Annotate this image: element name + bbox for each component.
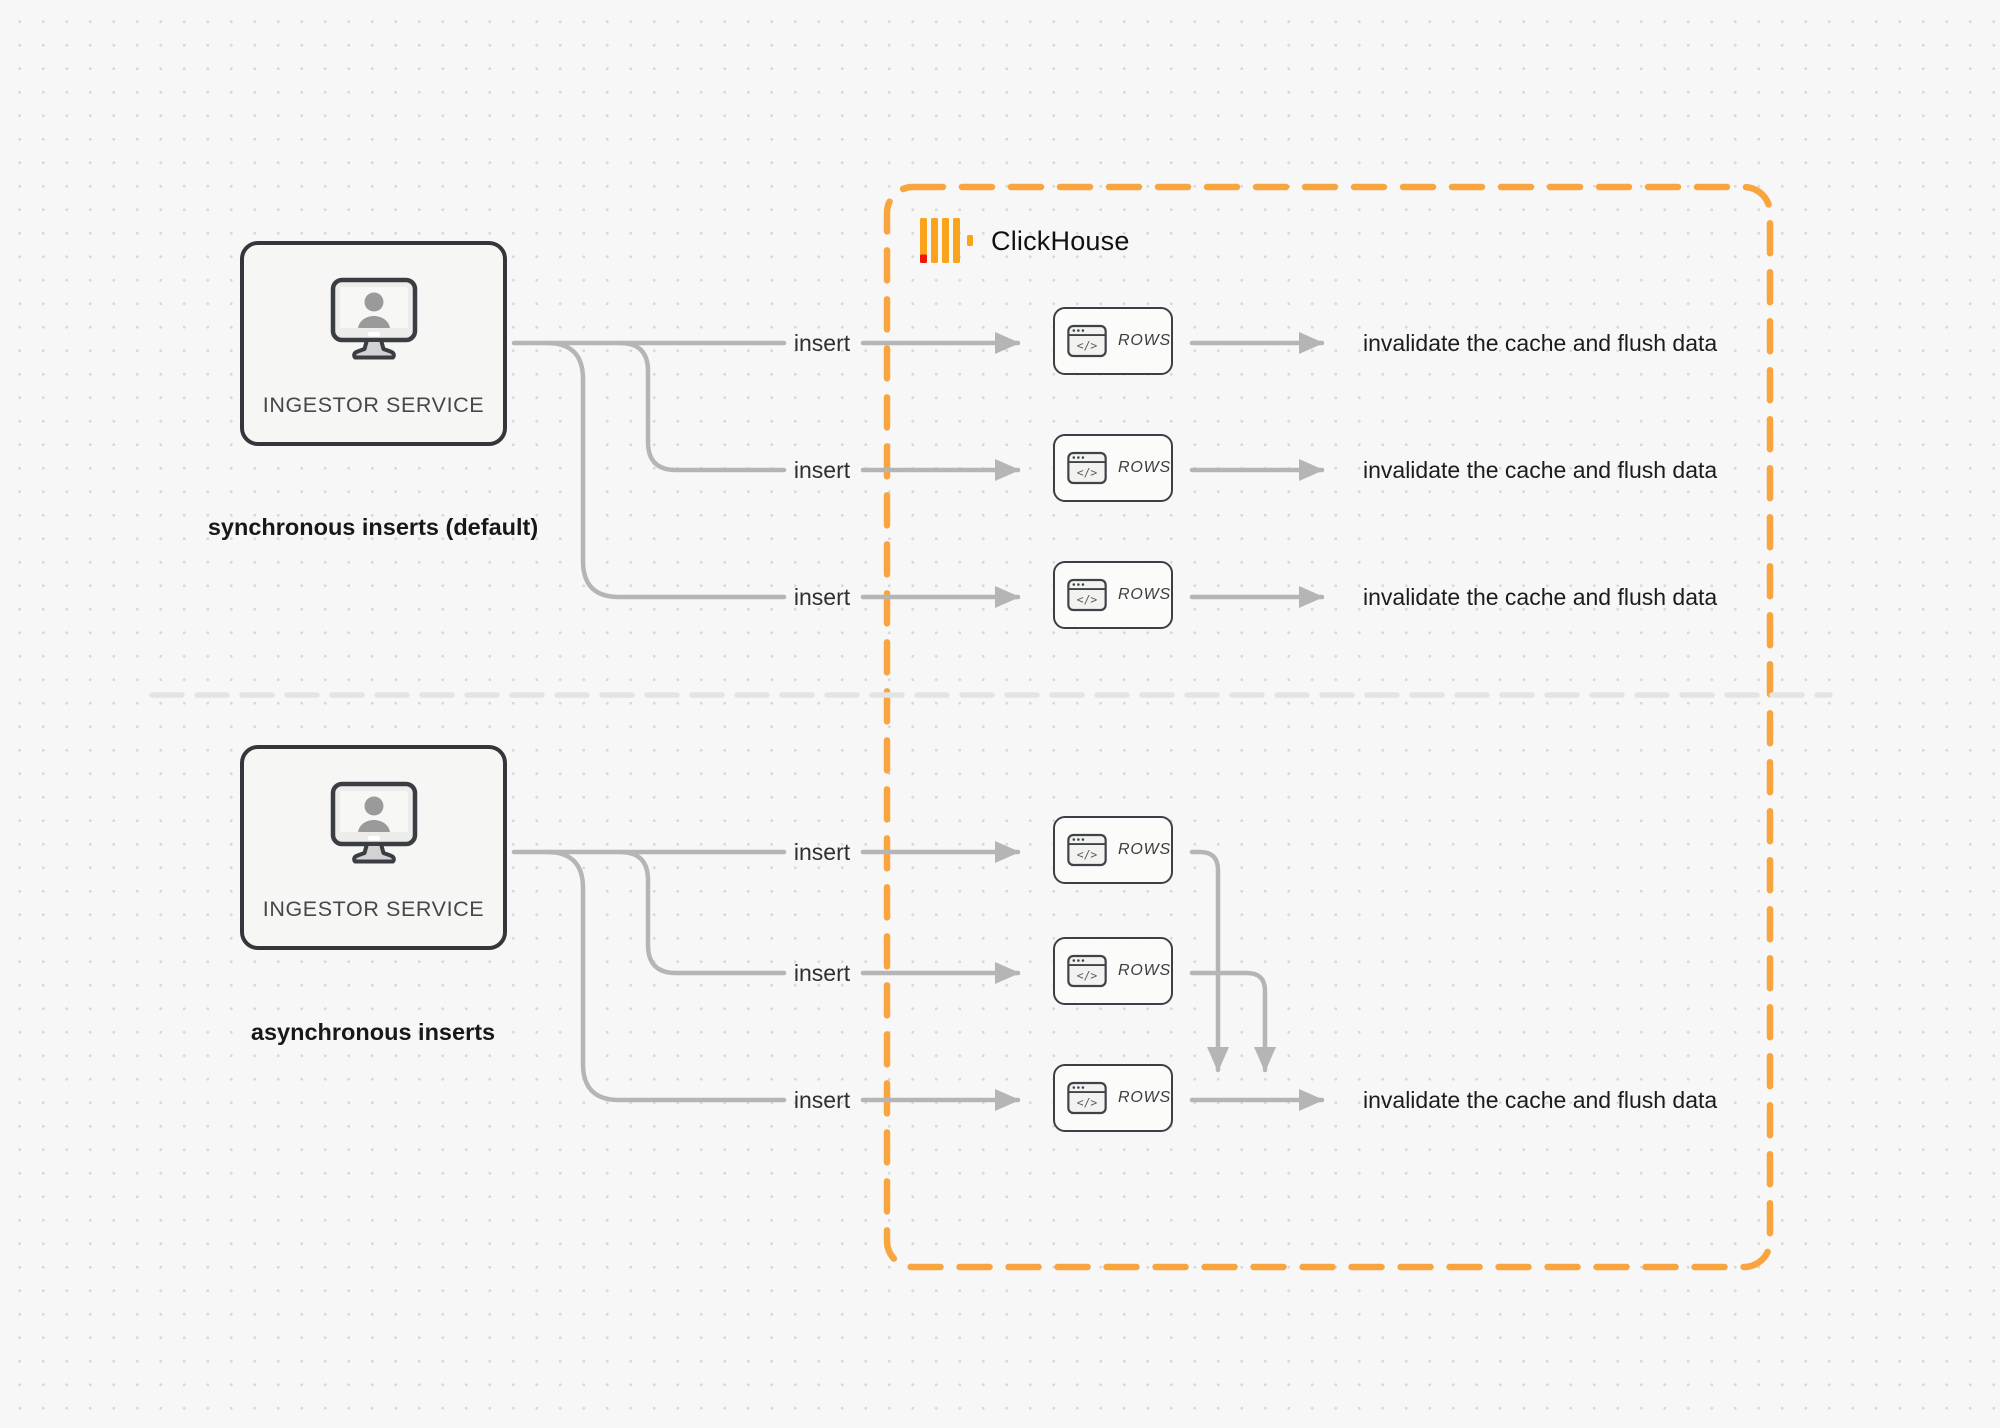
- svg-text:</>: </>: [1077, 466, 1098, 480]
- monitor-user-icon: [330, 277, 417, 360]
- ingestor-service-box-async: INGESTOR SERVICE: [240, 745, 507, 950]
- code-window-icon: </>: [1067, 324, 1107, 358]
- rows-buffer-card: </> ROWS: [1053, 937, 1175, 1008]
- async-connectors: [511, 841, 1325, 1111]
- svg-text:</>: </>: [1077, 593, 1098, 607]
- insert-label: insert: [793, 960, 851, 986]
- rows-label: ROWS: [1118, 841, 1171, 858]
- rows-label: ROWS: [1118, 332, 1171, 349]
- rows-buffer-card: </> ROWS: [1053, 561, 1175, 632]
- rows-buffer-card: </> ROWS: [1053, 1064, 1175, 1135]
- code-window-icon: </>: [1067, 451, 1107, 485]
- svg-text:</>: </>: [1077, 848, 1098, 862]
- insert-label: insert: [793, 330, 851, 356]
- insert-label: insert: [793, 839, 851, 865]
- ingestor-service-label: INGESTOR SERVICE: [262, 393, 485, 417]
- rows-buffer-card: </> ROWS: [1053, 307, 1175, 378]
- code-window-icon: </>: [1067, 578, 1107, 612]
- ingestor-service-box-sync: INGESTOR SERVICE: [240, 241, 507, 446]
- insert-label: insert: [793, 457, 851, 483]
- async-section-label: asynchronous inserts: [250, 1019, 496, 1045]
- result-label: invalidate the cache and flush data: [1363, 1087, 1718, 1113]
- svg-text:</>: </>: [1077, 1096, 1098, 1110]
- code-window-icon: </>: [1067, 954, 1107, 988]
- rows-buffer-card: </> ROWS: [1053, 434, 1175, 505]
- clickhouse-logo-icon: [920, 218, 973, 263]
- rows-label: ROWS: [1118, 1089, 1171, 1106]
- rows-label: ROWS: [1118, 586, 1171, 603]
- code-window-icon: </>: [1067, 833, 1107, 867]
- insert-label: insert: [793, 1087, 851, 1113]
- insert-label: insert: [793, 584, 851, 610]
- ingestor-service-label: INGESTOR SERVICE: [262, 897, 485, 921]
- clickhouse-boundary: [883, 183, 1774, 1271]
- rows-label: ROWS: [1118, 962, 1171, 979]
- result-label: invalidate the cache and flush data: [1363, 457, 1718, 483]
- result-label: invalidate the cache and flush data: [1363, 584, 1718, 610]
- result-label: invalidate the cache and flush data: [1363, 330, 1718, 356]
- monitor-user-icon: [330, 781, 417, 864]
- sync-connectors: [511, 332, 1325, 608]
- rows-label: ROWS: [1118, 459, 1171, 476]
- rows-buffer-card: </> ROWS: [1053, 816, 1175, 887]
- sync-section-label: synchronous inserts (default): [207, 514, 539, 540]
- clickhouse-header: ClickHouse: [918, 216, 1130, 266]
- clickhouse-name: ClickHouse: [991, 225, 1130, 256]
- svg-text:</>: </>: [1077, 339, 1098, 353]
- code-window-icon: </>: [1067, 1081, 1107, 1115]
- svg-text:</>: </>: [1077, 969, 1098, 983]
